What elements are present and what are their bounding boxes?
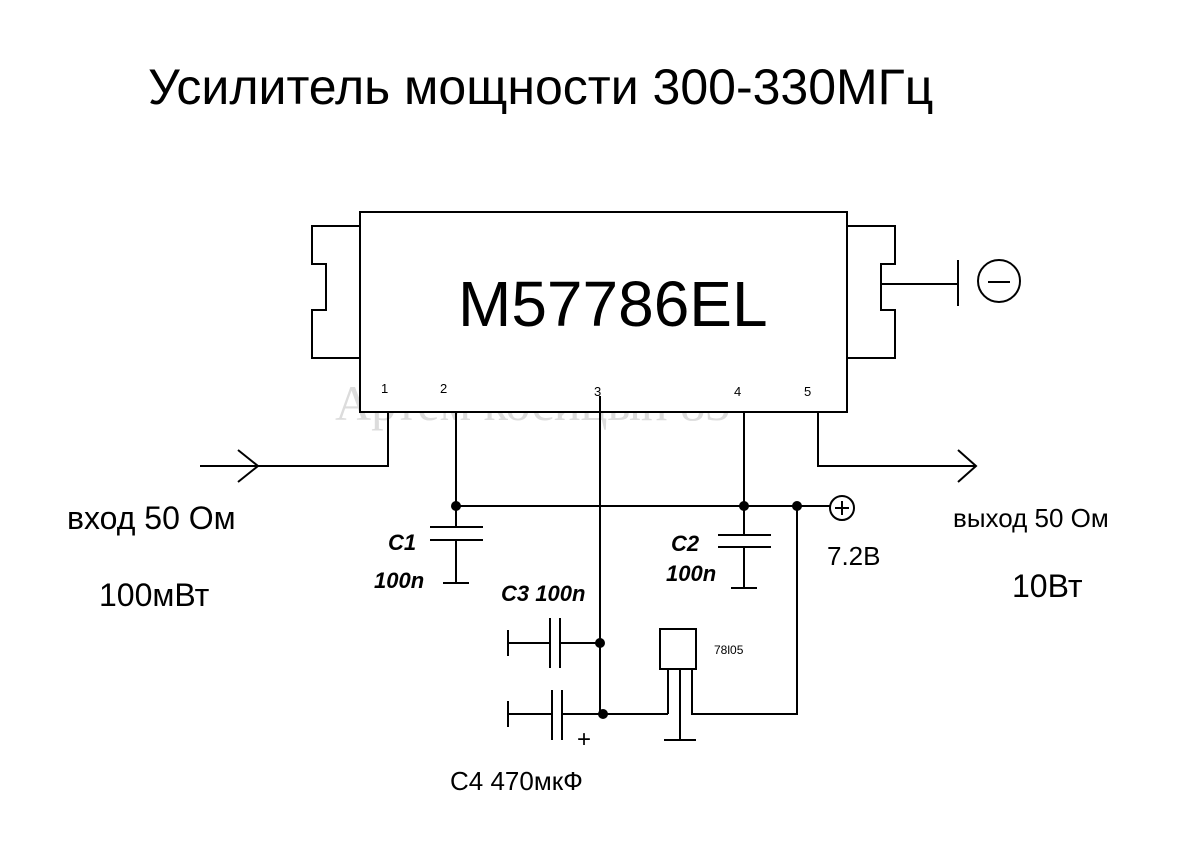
c1-value: 100n: [374, 568, 424, 593]
input-label: вход 50 Ом: [67, 500, 236, 536]
pin-1-label: 1: [381, 381, 388, 396]
pin-2-label: 2: [440, 381, 447, 396]
c2-value: 100n: [666, 561, 716, 586]
pin-5-label: 5: [804, 384, 811, 399]
input-power: 100мВт: [99, 577, 210, 613]
c4-label: C4 470мкФ: [450, 766, 583, 796]
input-wire: [200, 412, 389, 467]
input-arrow-icon: [237, 449, 260, 483]
chip-label: M57786EL: [458, 268, 768, 340]
page-title: Усилитель мощности 300-330МГц: [148, 59, 933, 115]
output-power: 10Вт: [1012, 568, 1083, 604]
right-flange: [847, 225, 896, 359]
c1-name: C1: [388, 530, 416, 555]
regulator-in-wire: [691, 506, 798, 715]
supply-voltage: 7.2В: [827, 541, 881, 571]
output-wire: [817, 412, 976, 467]
c2-name: C2: [671, 531, 700, 556]
minus-terminal-icon: [977, 259, 1021, 303]
pin-4-label: 4: [734, 384, 741, 399]
module-body: [359, 211, 848, 413]
output-arrow-icon: [957, 449, 978, 483]
output-label: выход 50 Ом: [953, 503, 1109, 533]
left-flange: [311, 225, 360, 359]
c3-label: C3 100n: [501, 581, 585, 606]
regulator-body: [659, 628, 697, 670]
c4-polarity-sign: +: [577, 726, 591, 753]
regulator-label: 78l05: [714, 643, 744, 657]
plus-terminal-icon: [829, 495, 855, 521]
pin-3-label: 3: [594, 384, 601, 399]
